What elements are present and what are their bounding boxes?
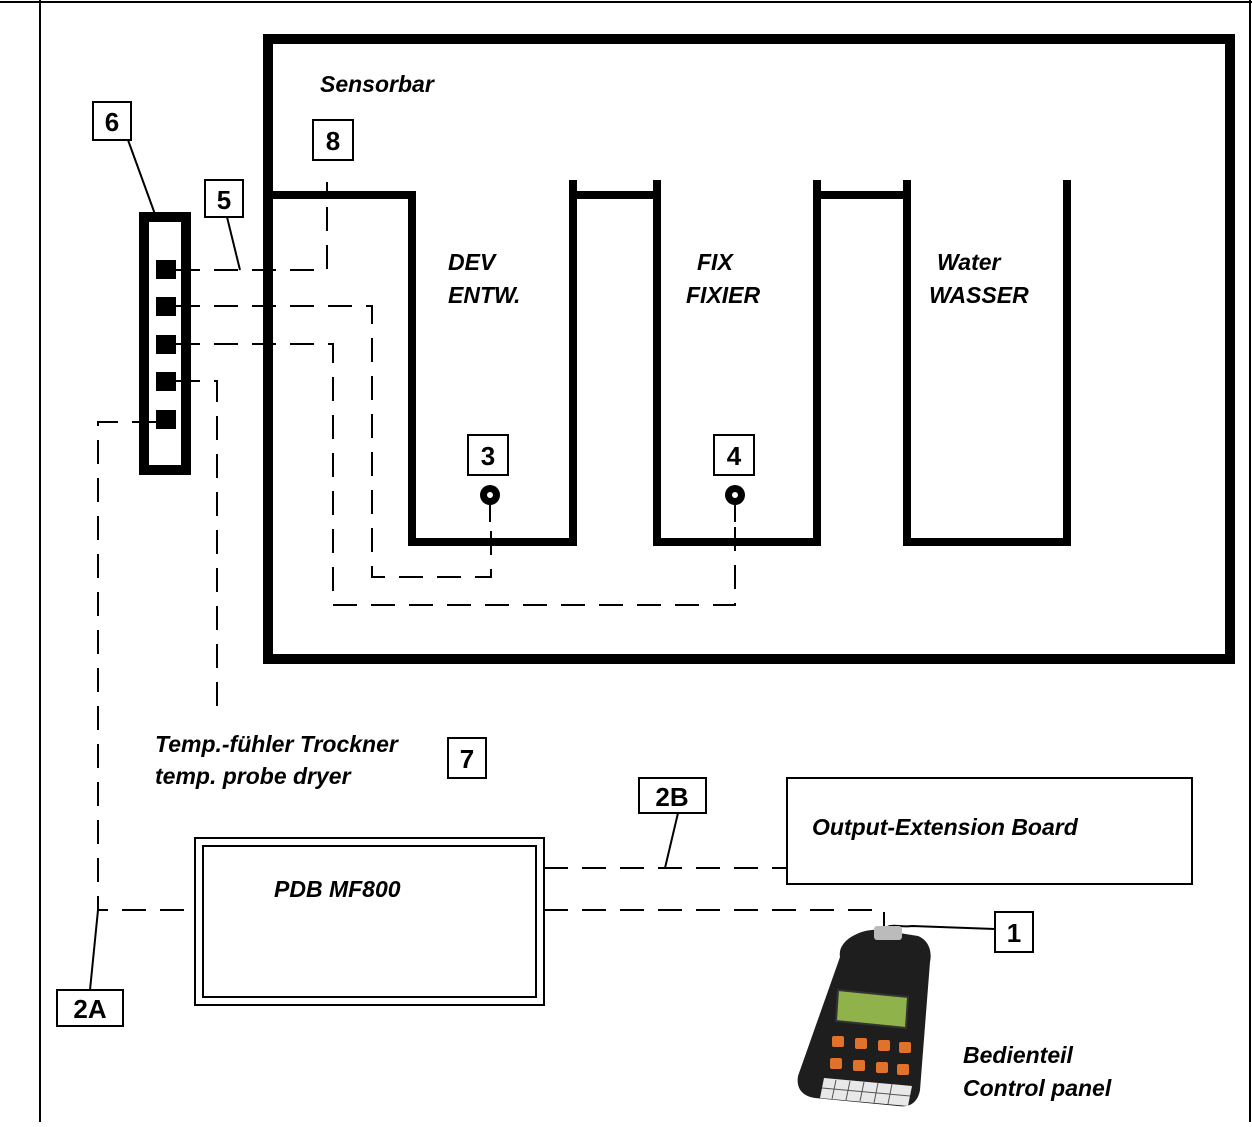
leader-2a [89, 909, 99, 991]
callout-6: 6 [92, 101, 132, 141]
cable-dryer-probe [176, 380, 218, 710]
connector-pin-2 [156, 297, 176, 316]
cable-sensorbar [176, 182, 328, 271]
dryer-probe-label-line2: temp. probe dryer [155, 763, 352, 789]
cable-fix-probe [176, 343, 736, 606]
callout-2a: 2A [56, 989, 124, 1027]
svg-text:1: 1 [1007, 918, 1021, 948]
svg-text:5: 5 [217, 185, 231, 215]
connector-pin-5 [156, 410, 176, 429]
leader-6 [127, 139, 157, 218]
machine-housing [263, 34, 1235, 664]
connector-pin-3 [156, 335, 176, 354]
callout-4: 4 [713, 434, 755, 476]
callout-1: 1 [994, 911, 1034, 953]
fix-label-line1: FIX [697, 249, 734, 275]
connector-pin-1 [156, 260, 176, 279]
svg-text:2A: 2A [73, 994, 106, 1024]
pdb-mf800-box [194, 837, 545, 1006]
cable-2a [97, 421, 195, 911]
leader-2b [664, 812, 679, 869]
output-board-label: Output-Extension Board [812, 814, 1079, 840]
pdb-mf800-inner [202, 845, 537, 998]
cable-dev-probe [176, 305, 492, 578]
control-panel-label-line2: Control panel [963, 1075, 1112, 1101]
probe-3-icon [480, 485, 500, 522]
control-panel-label-line1: Bedienteil [963, 1042, 1074, 1068]
fix-label-line2: FIXIER [686, 282, 761, 308]
dev-label-line1: DEV [448, 249, 497, 275]
cable-control-panel [544, 909, 885, 930]
water-label-line1: Water [937, 249, 1002, 275]
probe-4-icon [725, 485, 745, 522]
tank-outline [273, 180, 1071, 546]
water-label-line2: WASSER [929, 282, 1029, 308]
sensorbar-label: Sensorbar [320, 71, 435, 97]
callout-8: 8 [312, 119, 354, 161]
leader-5 [226, 216, 241, 271]
output-extension-board [786, 777, 1193, 885]
svg-text:2B: 2B [655, 782, 688, 812]
svg-text:6: 6 [105, 107, 119, 137]
svg-text:3: 3 [481, 441, 495, 471]
dryer-probe-label-line1: Temp.-fühler Trockner [155, 731, 399, 757]
connector-pin-4 [156, 372, 176, 391]
callout-5: 5 [204, 179, 244, 218]
callout-2b: 2B [638, 777, 707, 814]
svg-text:4: 4 [727, 441, 742, 471]
pdb-label: PDB MF800 [274, 876, 401, 902]
callout-7: 7 [447, 737, 487, 779]
svg-text:7: 7 [460, 744, 474, 774]
control-panel-device [797, 924, 996, 1107]
callout-3: 3 [467, 434, 509, 476]
dev-label-line2: ENTW. [448, 282, 520, 308]
svg-text:8: 8 [326, 126, 340, 156]
